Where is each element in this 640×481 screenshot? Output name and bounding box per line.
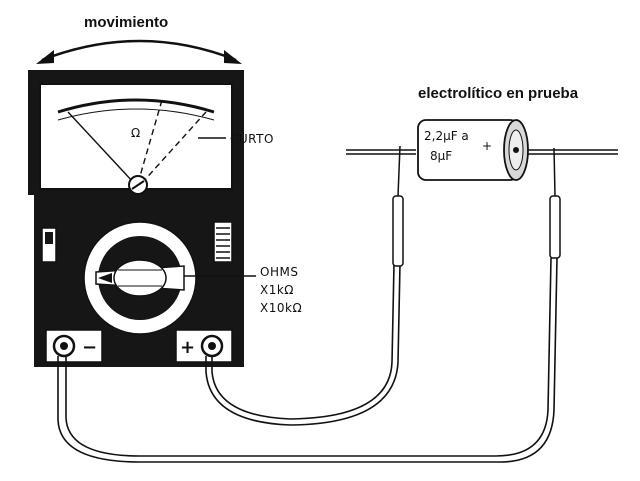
positive-lead-wire xyxy=(205,263,401,426)
capacitor-value-2: 8μF xyxy=(430,149,452,163)
test-leads xyxy=(57,257,558,463)
needle-dashed-2 xyxy=(141,111,207,184)
multimeter: Ω − xyxy=(28,70,244,367)
scale-symbol: Ω xyxy=(131,126,141,140)
movement-label: movimiento xyxy=(84,14,168,31)
ohms-label: OHMS xyxy=(260,265,298,279)
capacitor-value-1: 2,2μF a xyxy=(424,129,469,143)
electrolytic-capacitor: 2,2μF a 8μF + xyxy=(417,119,529,181)
range-10k-label: X10kΩ xyxy=(260,301,302,315)
positive-terminal: + xyxy=(175,329,233,363)
needle-dashed-1 xyxy=(137,99,163,184)
range-1k-label: X1kΩ xyxy=(260,283,294,297)
positive-terminal-label: + xyxy=(180,337,195,358)
selector-knob xyxy=(95,259,185,297)
meter-scale xyxy=(57,98,215,114)
capacitor-label: electrolítico en prueba xyxy=(418,85,579,102)
negative-terminal-label: − xyxy=(82,337,97,358)
left-probe xyxy=(392,145,404,267)
capacitor-leads xyxy=(346,149,618,155)
short-label: CURTO xyxy=(230,132,274,146)
capacitor-polarity: + xyxy=(482,139,492,153)
needle-rest xyxy=(67,111,135,184)
right-probe xyxy=(549,147,561,259)
negative-terminal: − xyxy=(45,329,103,363)
movement-arrow xyxy=(36,39,242,64)
negative-lead-wire xyxy=(57,257,558,463)
